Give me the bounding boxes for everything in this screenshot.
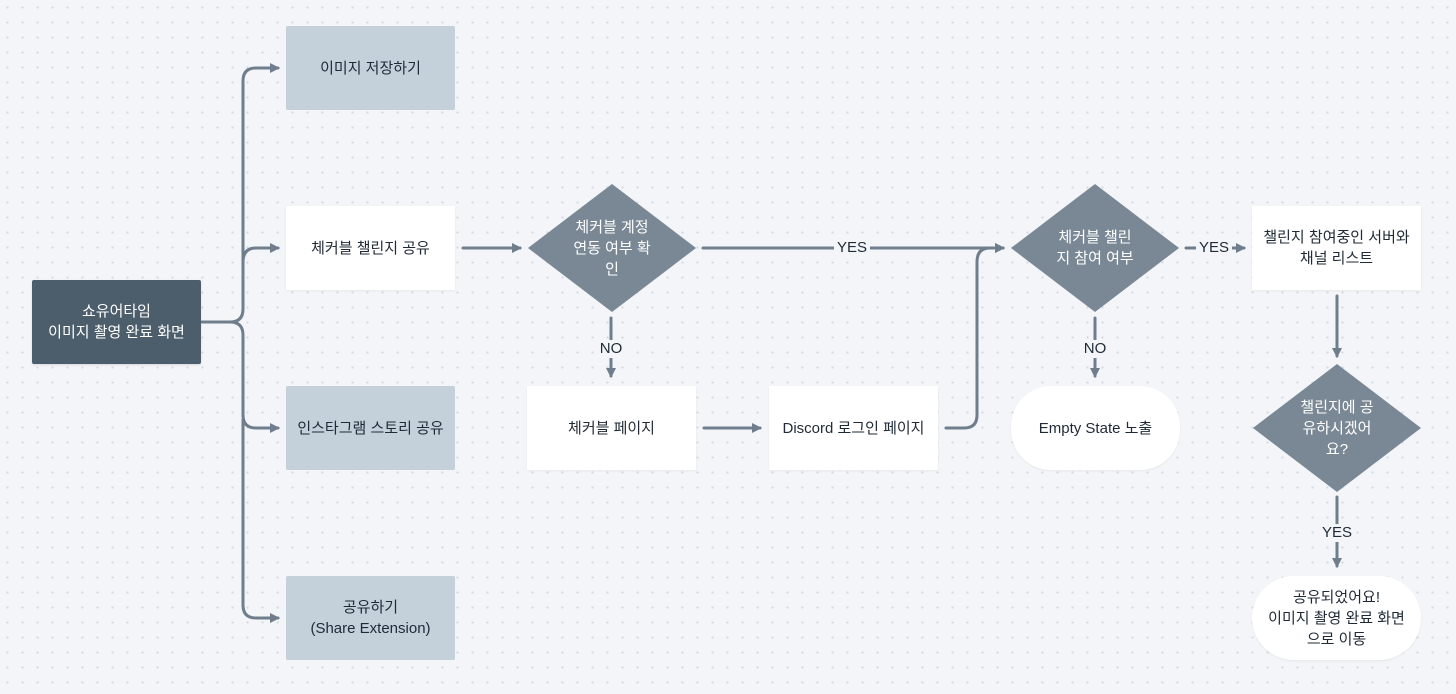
node-insta-share-label: 인스타그램 스토리 공유 bbox=[297, 419, 444, 437]
edge-discord-joined bbox=[944, 243, 1005, 430]
node-checkable-page-label: 체커블 페이지 bbox=[568, 419, 655, 437]
node-save-image-label: 이미지 저장하기 bbox=[320, 59, 421, 77]
node-empty-state-label: Empty State 노출 bbox=[1038, 419, 1153, 437]
node-start-label: 쇼유어타임 이미지 촬영 완료 화면 bbox=[48, 303, 185, 341]
edge-label-linked-yes: YES bbox=[833, 239, 871, 257]
edge-label-confirm-yes: YES bbox=[1318, 524, 1356, 542]
node-share-extension-label: 공유하기 (Share Extension) bbox=[310, 599, 431, 637]
decision-account-linked[interactable]: 체커블 계정 연동 여부 확 인 bbox=[528, 184, 696, 312]
node-shared-done[interactable]: 공유되었어요! 이미지 촬영 완료 화면 으로 이동 bbox=[1252, 576, 1421, 660]
edge-start-checkable bbox=[241, 243, 280, 264]
edge-label-joined-no: NO bbox=[1080, 340, 1110, 358]
decision-challenge-joined[interactable]: 체커블 챌린 지 참여 여부 bbox=[1011, 184, 1179, 312]
decision-account-linked-label: 체커블 계정 연동 여부 확 인 bbox=[573, 218, 651, 278]
edge-start-insta bbox=[228, 320, 280, 433]
node-server-list[interactable]: 챌린지 참여중인 서버와 채널 리스트 bbox=[1252, 206, 1421, 290]
node-share-extension[interactable]: 공유하기 (Share Extension) bbox=[286, 576, 455, 660]
node-server-list-label: 챌린지 참여중인 서버와 채널 리스트 bbox=[1263, 229, 1410, 267]
edge-start-share bbox=[241, 418, 280, 623]
node-start[interactable]: 쇼유어타임 이미지 촬영 완료 화면 bbox=[32, 280, 201, 364]
diamond-shape bbox=[528, 184, 696, 312]
decision-confirm-share[interactable]: 챌린지에 공 유하시겠어 요? bbox=[1253, 364, 1421, 492]
node-checkable-share[interactable]: 체커블 챌린지 공유 bbox=[286, 206, 455, 290]
diamond-shape bbox=[1011, 184, 1179, 312]
edge-start-save bbox=[200, 63, 280, 324]
edge-label-joined-yes: YES bbox=[1195, 239, 1233, 257]
node-checkable-share-label: 체커블 챌린지 공유 bbox=[311, 239, 430, 257]
node-empty-state[interactable]: Empty State 노출 bbox=[1011, 386, 1180, 470]
node-checkable-page[interactable]: 체커블 페이지 bbox=[527, 386, 696, 470]
decision-challenge-joined-label: 체커블 챌린 지 참여 여부 bbox=[1056, 229, 1134, 267]
node-insta-share[interactable]: 인스타그램 스토리 공유 bbox=[286, 386, 455, 470]
edge-label-linked-no: NO bbox=[596, 340, 626, 358]
node-discord-login[interactable]: Discord 로그인 페이지 bbox=[769, 386, 938, 470]
node-save-image[interactable]: 이미지 저장하기 bbox=[286, 26, 455, 110]
node-shared-done-label: 공유되었어요! 이미지 촬영 완료 화면 으로 이동 bbox=[1268, 588, 1405, 648]
decision-confirm-share-label: 챌린지에 공 유하시겠어 요? bbox=[1300, 398, 1374, 458]
node-discord-login-label: Discord 로그인 페이지 bbox=[782, 419, 925, 437]
diamond-shape bbox=[1253, 364, 1421, 492]
